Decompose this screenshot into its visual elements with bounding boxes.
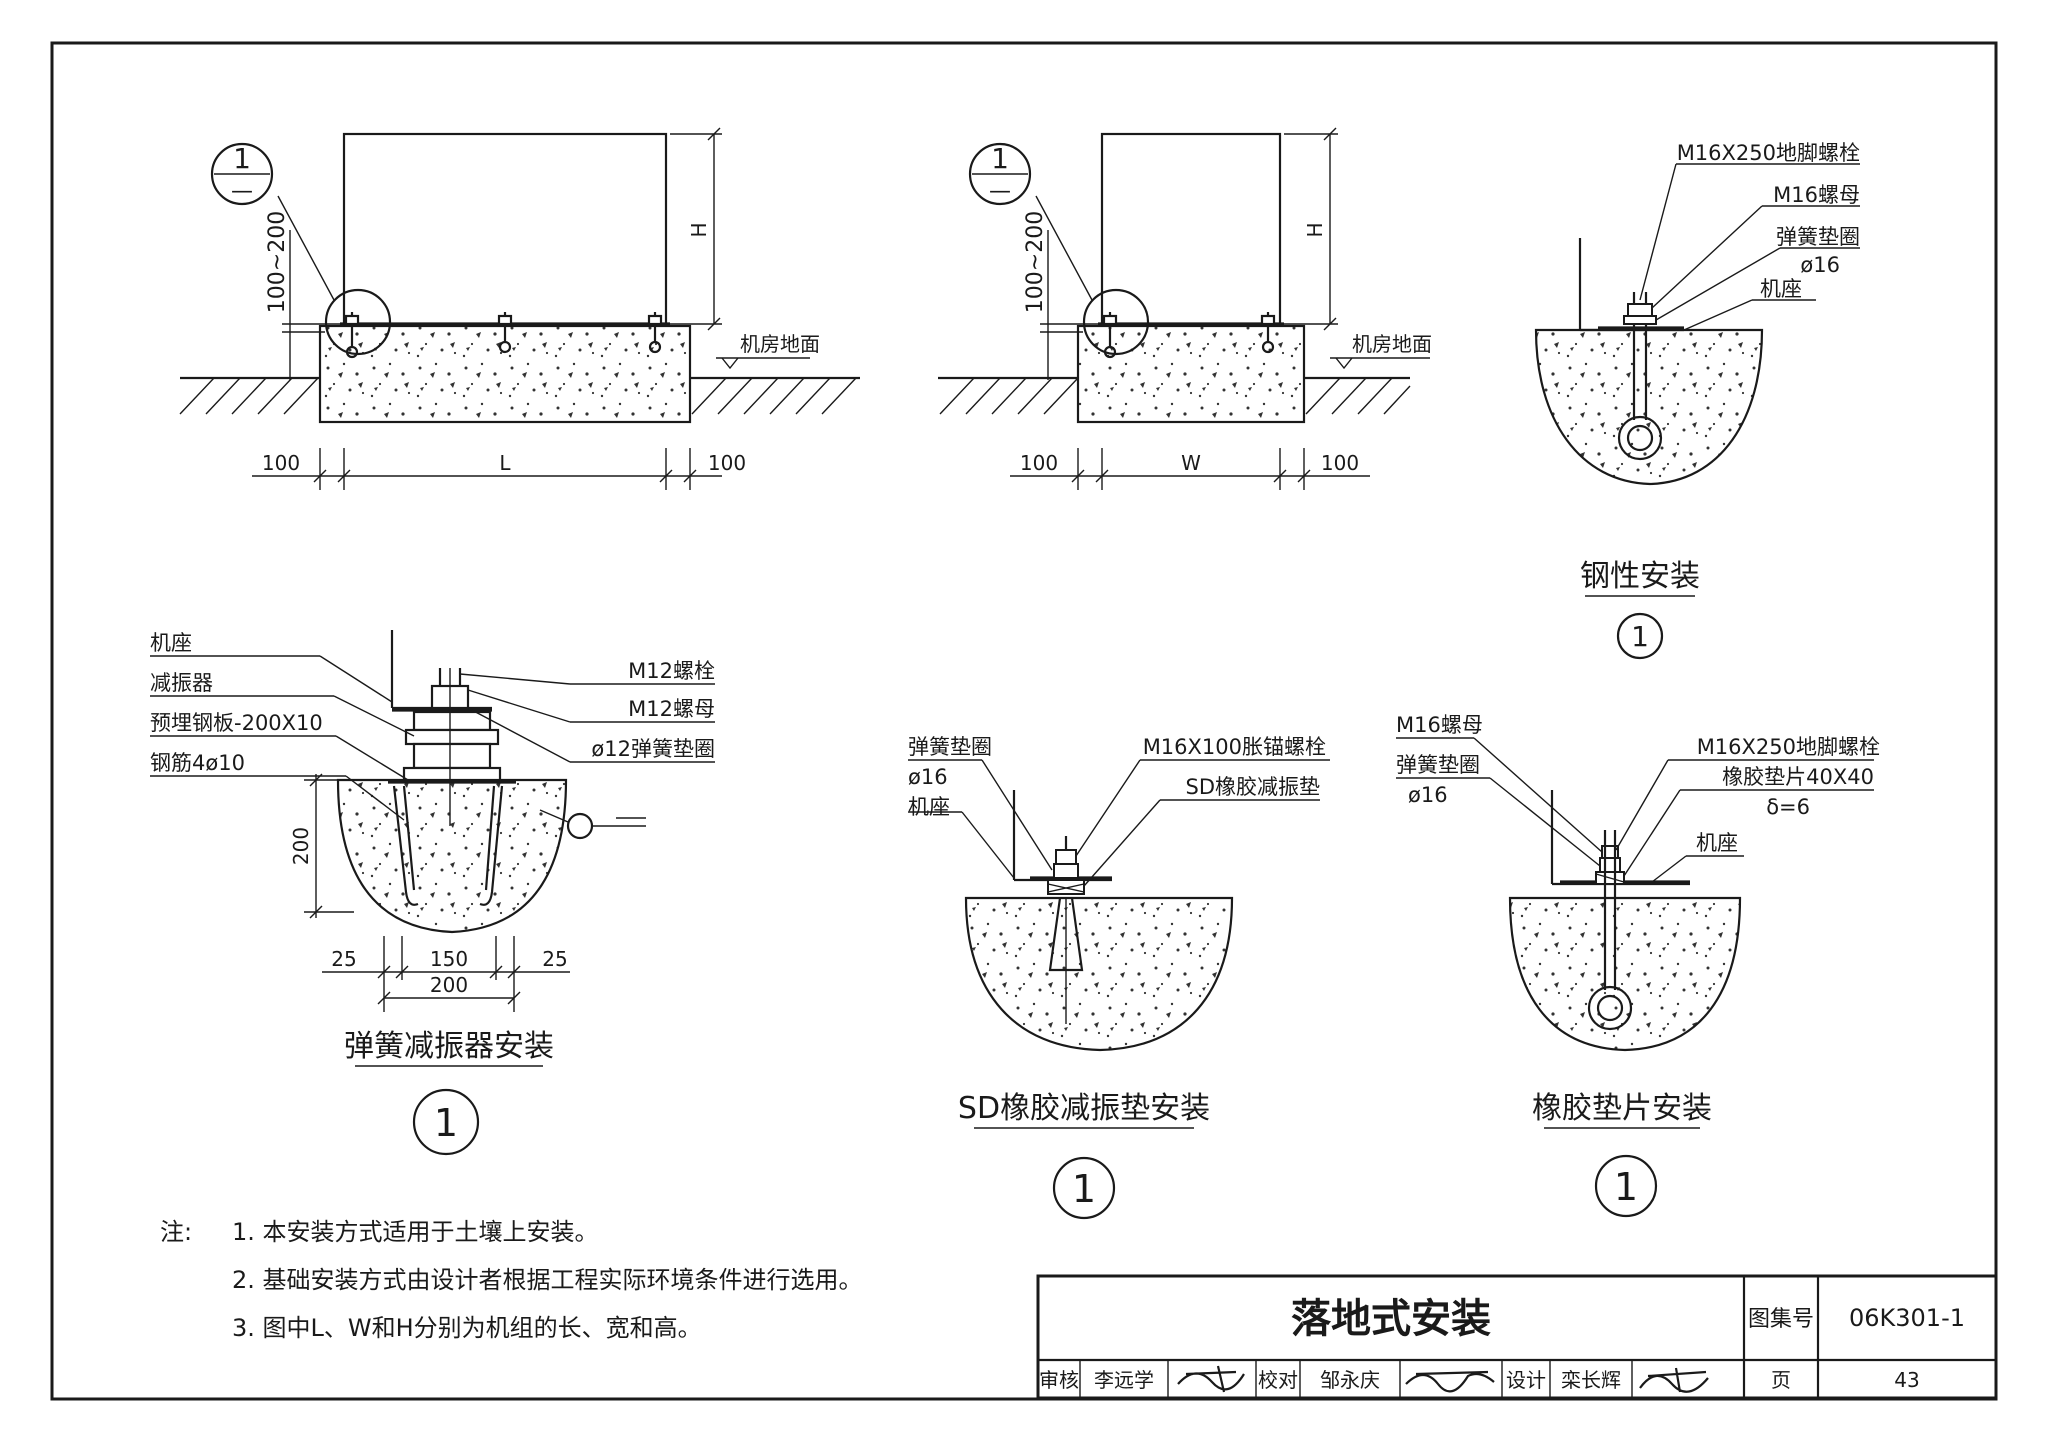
sd-callout-base: 机座 [908, 795, 950, 819]
sd-callout-pad: SD橡胶减振垫 [1185, 775, 1320, 799]
spring-concrete-bowl [336, 778, 568, 934]
note-2: 2. 基础安装方式由设计者根据工程实际环境条件进行选用。 [232, 1266, 863, 1294]
height-dimension-label: H [687, 222, 711, 237]
rubber-pad-detail [1396, 737, 1874, 1052]
reviewer-signature [1177, 1365, 1245, 1393]
dim-width-W: W [1181, 451, 1201, 475]
concrete-foundation-side [1076, 324, 1306, 424]
spring-depth-dim: 200 [289, 827, 313, 865]
detail-mark-circle-side [968, 142, 1032, 206]
checker-signature [1405, 1370, 1495, 1393]
note-1: 1. 本安装方式适用于土壤上安装。 [232, 1218, 599, 1246]
design-label: 设计 [1506, 1368, 1546, 1392]
sd-mark-circle [1052, 1156, 1116, 1220]
spring-callout-rebar: 钢筋4ø10 [150, 751, 245, 775]
check-label: 校对 [1258, 1368, 1298, 1392]
detail-mark-circle [210, 142, 274, 206]
rigid-title: 钢性安装 [1580, 559, 1700, 594]
rubber-mark-circle [1594, 1154, 1658, 1218]
rigid-callout-nut: M16螺母 [1773, 183, 1860, 207]
sd-mark: 1 [1072, 1167, 1096, 1211]
spring-callout-base: 机座 [150, 631, 192, 655]
spring-dim-25-left: 25 [331, 947, 356, 971]
reviewer-name: 李远学 [1094, 1368, 1154, 1392]
floor-label: 机房地面 [740, 332, 820, 356]
dim-length-L: L [499, 451, 511, 475]
detail-mark-number-side: 1 [991, 142, 1009, 175]
rigid-mark-circle [1616, 612, 1664, 660]
rigid-callout-anchor-bolt: M16X250地脚螺栓 [1677, 141, 1860, 165]
sd-callout-dia: ø16 [908, 765, 948, 789]
drawing-title: 落地式安装 [1291, 1296, 1491, 1342]
dim-left-100-side: 100 [1020, 451, 1058, 475]
spring-callout-bolt: M12螺栓 [628, 659, 715, 683]
spring-callout-isolator: 减振器 [150, 671, 213, 695]
rigid-callout-spring-washer: 弹簧垫圈 [1776, 225, 1860, 249]
rubber-callout-base: 机座 [1696, 831, 1738, 855]
rubber-callout-dia: ø16 [1408, 783, 1448, 807]
spring-dim-200: 200 [430, 973, 468, 997]
designer-name: 栾长辉 [1561, 1368, 1621, 1392]
detail-mark-sheet: — [231, 179, 253, 204]
sd-callout-washer: 弹簧垫圈 [908, 735, 992, 759]
spring-mark-circle [412, 1088, 480, 1156]
gap-dimension-label: 100~200 [265, 211, 290, 313]
page-number: 43 [1894, 1368, 1919, 1392]
rigid-install-detail [1534, 163, 1860, 486]
rubber-title: 橡胶垫片安装 [1532, 1091, 1712, 1126]
rigid-mark: 1 [1631, 620, 1649, 653]
spring-title: 弹簧减振器安装 [344, 1029, 554, 1064]
checker-name: 邹永庆 [1320, 1368, 1380, 1392]
height-dimension-label-side: H [1303, 222, 1327, 237]
dim-right-100: 100 [708, 451, 746, 475]
gap-dimension-label-side: 100~200 [1023, 211, 1048, 313]
rubber-concrete-bowl [1508, 896, 1742, 1052]
notes-prefix: 注: [160, 1218, 193, 1246]
machine-unit-side [1100, 132, 1282, 326]
designer-signature [1639, 1367, 1709, 1393]
spring-isolator-detail [150, 630, 715, 1012]
side-elevation [938, 127, 1430, 490]
spring-dim-150: 150 [430, 947, 468, 971]
spring-dim-25-right: 25 [542, 947, 567, 971]
review-label: 审核 [1039, 1368, 1079, 1392]
title-block [1036, 1274, 1998, 1400]
rigid-callout-base: 机座 [1760, 277, 1802, 301]
spring-callout-washer: ø12弹簧垫圈 [591, 737, 715, 761]
dim-right-100-side: 100 [1321, 451, 1359, 475]
sd-title: SD橡胶减振垫安装 [958, 1091, 1210, 1126]
spring-mark: 1 [434, 1101, 458, 1145]
rubber-mark: 1 [1614, 1165, 1638, 1209]
rigid-concrete-bowl [1534, 328, 1764, 486]
atlas-number: 06K301-1 [1849, 1304, 1965, 1332]
front-elevation [179, 127, 860, 490]
floor-label-side: 机房地面 [1352, 332, 1432, 356]
rubber-callout-bolt: M16X250地脚螺栓 [1697, 735, 1880, 759]
page-label: 页 [1771, 1368, 1791, 1392]
rubber-callout-pad: 橡胶垫片40X40 [1722, 765, 1874, 789]
rubber-callout-washer: 弹簧垫圈 [1396, 753, 1480, 777]
rigid-callout-dia: ø16 [1800, 253, 1840, 277]
spring-callout-plate: 预埋钢板-200X10 [150, 711, 323, 735]
sd-pad-detail [908, 759, 1330, 1052]
outer-frame [50, 41, 1998, 1401]
detail-mark-sheet-side: — [989, 179, 1011, 204]
machine-unit [342, 132, 668, 326]
rubber-callout-thickness: δ=6 [1766, 795, 1810, 819]
spring-callout-nut: M12螺母 [628, 697, 715, 721]
atlas-label: 图集号 [1748, 1307, 1814, 1332]
sd-concrete-bowl [964, 896, 1234, 1052]
sd-callout-bolt: M16X100胀锚螺栓 [1143, 735, 1326, 759]
detail-mark-number: 1 [233, 142, 251, 175]
dim-left-100: 100 [262, 451, 300, 475]
note-3: 3. 图中L、W和H分别为机组的长、宽和高。 [232, 1314, 702, 1342]
rubber-callout-nut: M16螺母 [1396, 713, 1483, 737]
